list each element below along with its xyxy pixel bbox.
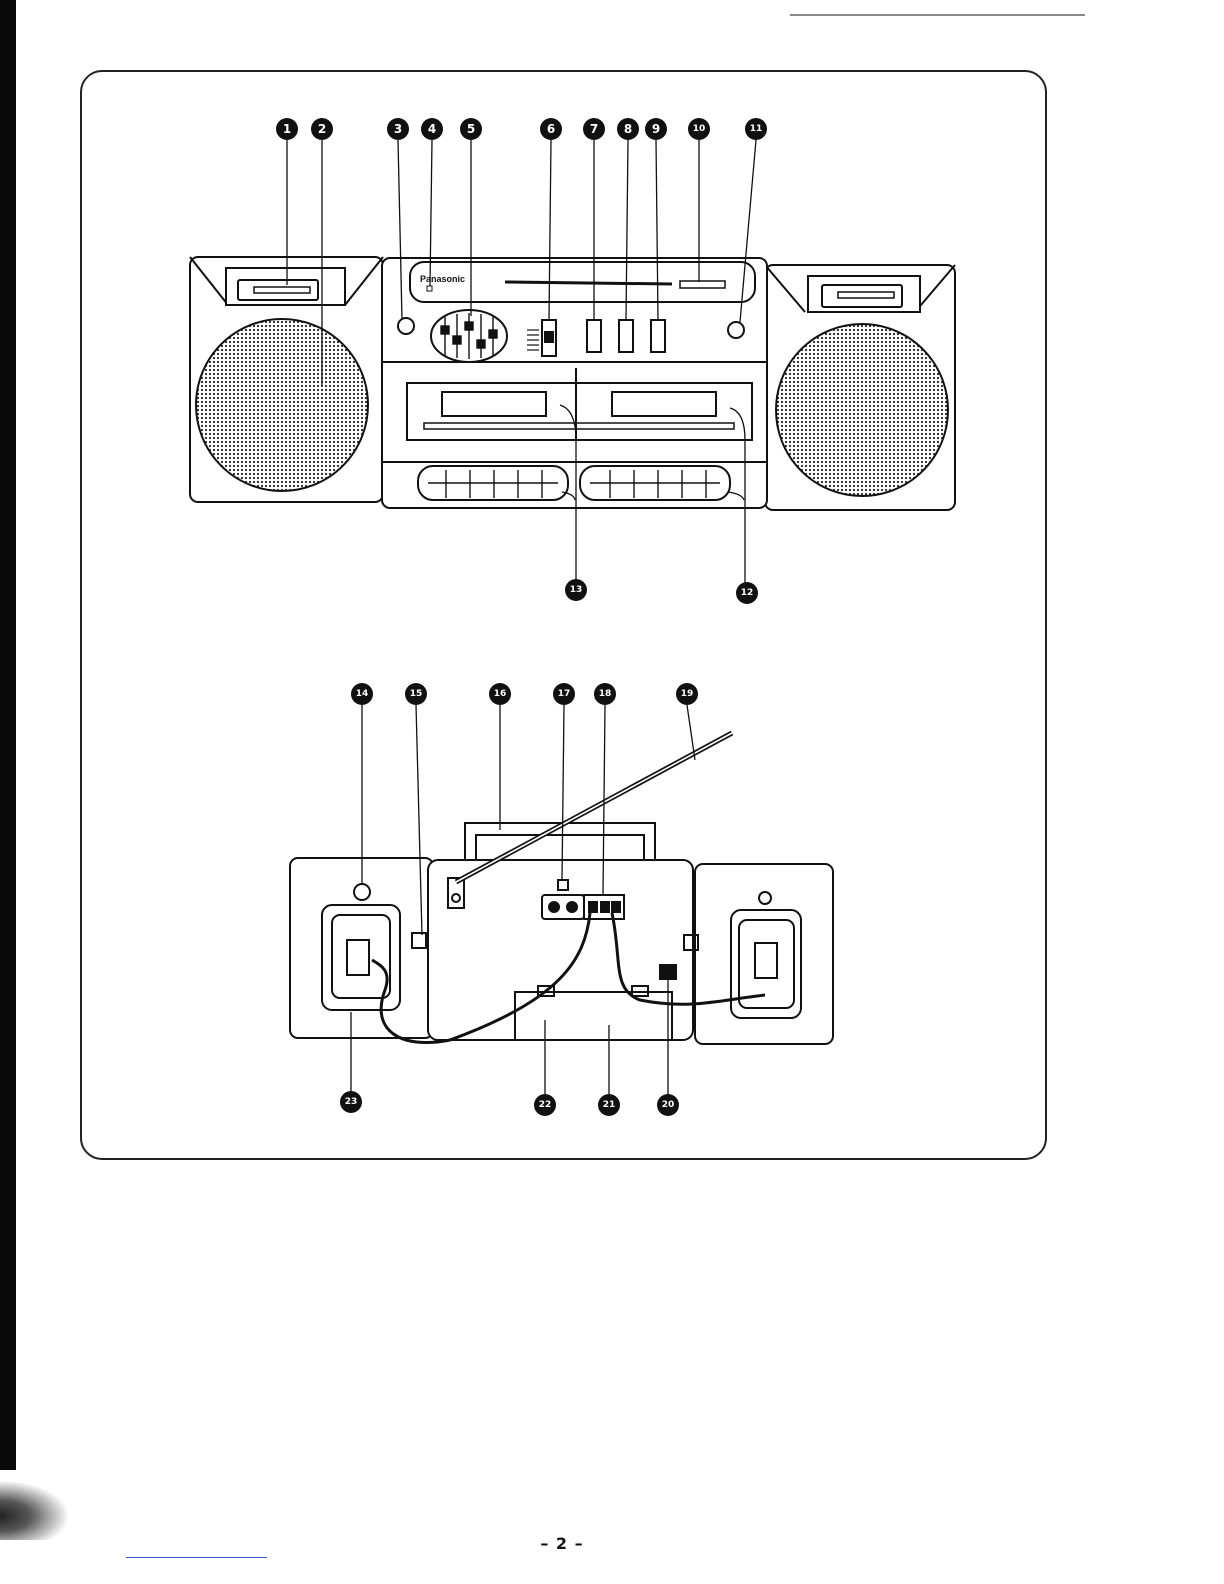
callout-18: 18 — [594, 683, 616, 705]
callout-4: 4 — [421, 118, 443, 140]
svg-text:10: 10 — [693, 124, 706, 134]
callout-12: 12 — [736, 582, 758, 604]
svg-text:5: 5 — [467, 122, 475, 136]
svg-text:11: 11 — [750, 124, 763, 134]
svg-text:15: 15 — [410, 689, 423, 699]
callout-23: 23 — [340, 1091, 362, 1113]
callout-9: 9 — [645, 118, 667, 140]
callout-3: 3 — [387, 118, 409, 140]
svg-text:2: 2 — [318, 122, 326, 136]
callout-5: 5 — [460, 118, 482, 140]
svg-text:12: 12 — [741, 588, 754, 598]
callout-2: 2 — [311, 118, 333, 140]
callout-13: 13 — [565, 579, 587, 601]
svg-text:7: 7 — [590, 122, 598, 136]
svg-text:1: 1 — [283, 122, 291, 136]
left-speaker-front — [190, 257, 383, 502]
callout-7: 7 — [583, 118, 605, 140]
svg-text:9: 9 — [652, 122, 660, 136]
main-unit-front — [382, 258, 767, 508]
callout-14: 14 — [351, 683, 373, 705]
callout-15: 15 — [405, 683, 427, 705]
bottom-rule — [126, 1557, 267, 1558]
callout-11: 11 — [745, 118, 767, 140]
voltage-selector — [660, 965, 676, 979]
rear-view — [290, 705, 833, 1095]
svg-text:19: 19 — [681, 689, 694, 699]
left-speaker-grille — [196, 319, 368, 491]
svg-text:18: 18 — [599, 689, 612, 699]
svg-text:22: 22 — [539, 1100, 552, 1110]
svg-text:3: 3 — [394, 122, 402, 136]
front-view — [190, 140, 955, 585]
svg-text:21: 21 — [603, 1100, 616, 1110]
callout-21: 21 — [598, 1094, 620, 1116]
callout-20: 20 — [657, 1094, 679, 1116]
callout-17: 17 — [553, 683, 575, 705]
callout-8: 8 — [617, 118, 639, 140]
svg-text:17: 17 — [558, 689, 571, 699]
right-speaker-front — [765, 265, 955, 510]
main-unit-back — [428, 860, 693, 1040]
callout-1: 1 — [276, 118, 298, 140]
svg-text:8: 8 — [624, 122, 632, 136]
callout-19: 19 — [676, 683, 698, 705]
callout-10: 10 — [688, 118, 710, 140]
svg-text:4: 4 — [428, 122, 436, 136]
callout-6: 6 — [540, 118, 562, 140]
svg-text:6: 6 — [547, 122, 555, 136]
right-speaker-grille — [776, 324, 948, 496]
svg-text:13: 13 — [570, 585, 583, 595]
svg-text:16: 16 — [494, 689, 507, 699]
svg-text:20: 20 — [662, 1100, 675, 1110]
page-number: – 2 – — [0, 1534, 1124, 1553]
svg-text:14: 14 — [356, 689, 369, 699]
brand-label: Panasonic — [420, 274, 465, 284]
svg-text:23: 23 — [345, 1097, 358, 1107]
callout-22: 22 — [534, 1094, 556, 1116]
callout-16: 16 — [489, 683, 511, 705]
